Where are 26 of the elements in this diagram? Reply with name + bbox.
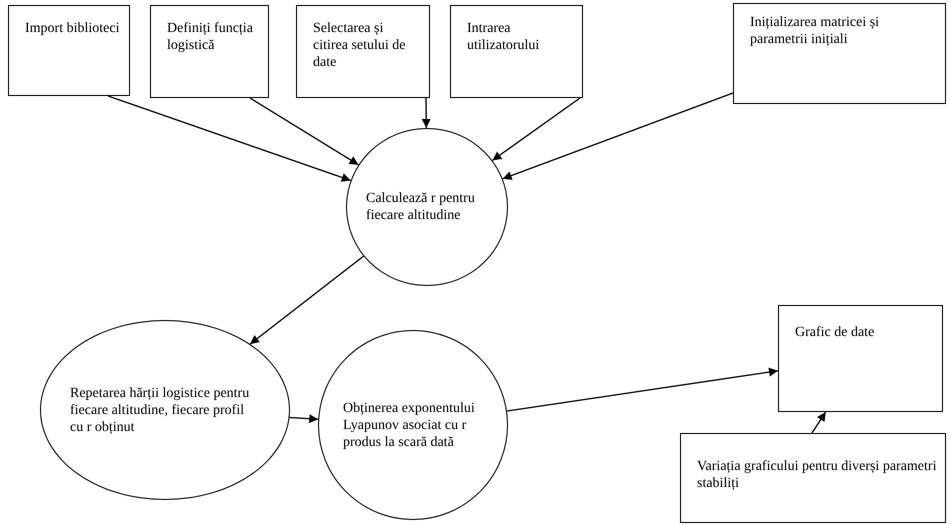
arrow (502, 92, 734, 180)
arrow (250, 256, 364, 345)
process-box (450, 5, 583, 98)
process-box (296, 5, 430, 98)
process-box (733, 3, 946, 104)
node-label: Grafic de date (795, 324, 876, 341)
arrow (811, 412, 826, 434)
node-label: Inițializarea matricei și parametrii inițiali (750, 14, 880, 48)
arrow (492, 97, 580, 161)
node-label: Repetarea hărții logistice pentru fiecare altitudine, fiecare profil cu r obținut (70, 384, 250, 436)
arrow (108, 95, 351, 182)
node-label: Variația graficului pentru diverși parametri stabiliți (697, 458, 937, 492)
node-label: Import biblioteci (25, 20, 120, 37)
node-label: Selectarea și citirea setului de date (313, 20, 407, 71)
process-box (680, 433, 946, 523)
arrow (250, 97, 359, 166)
node-label: Obținerea exponentului Lyapunov asociat cu r produs la scară dată (343, 400, 476, 450)
arrow (290, 414, 318, 424)
process-box (8, 5, 130, 96)
arrow (506, 368, 778, 412)
node-label: Calculează r pentru fiecare altitudine (366, 190, 476, 224)
node-label: Definiți funcția logistică (167, 20, 254, 54)
process-box (150, 5, 269, 98)
node-label: Intrarea utilizatorului (467, 20, 540, 54)
arrow (422, 98, 431, 128)
process-box (778, 305, 943, 412)
